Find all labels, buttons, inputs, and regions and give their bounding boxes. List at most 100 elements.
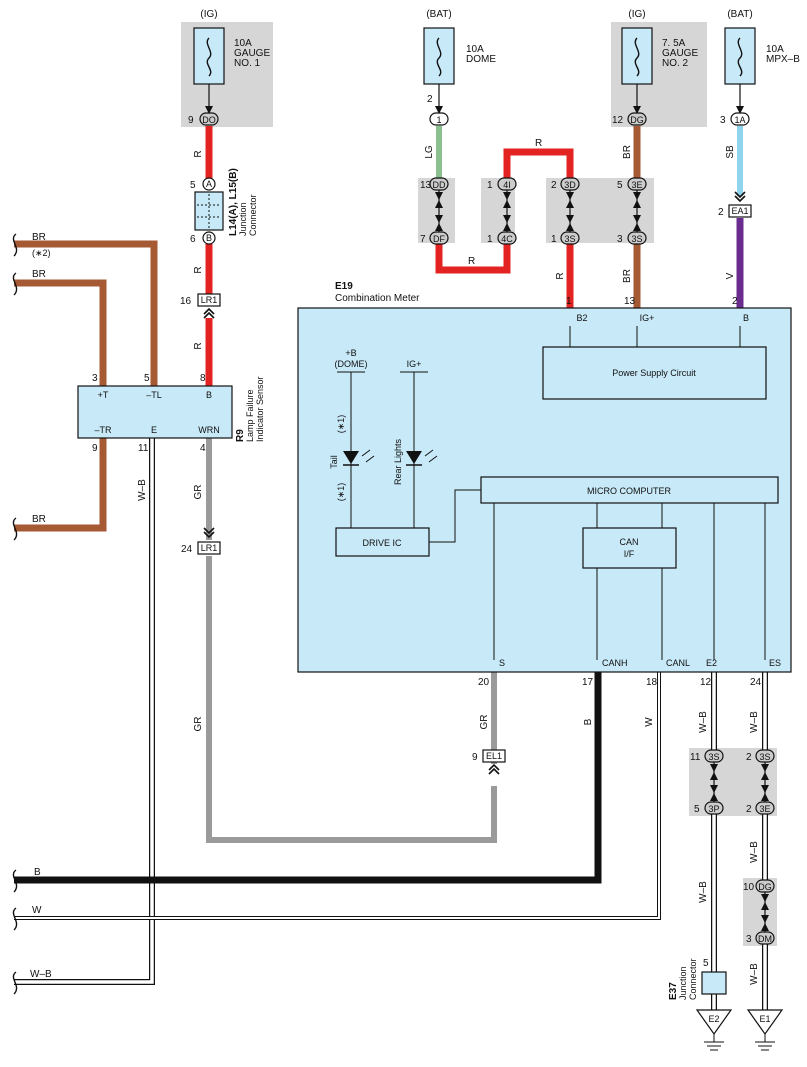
pin-number: 18 bbox=[646, 677, 658, 688]
fuse-name-2: NO. 2 bbox=[662, 58, 689, 69]
terminal-label: WRN bbox=[198, 425, 220, 435]
ground-label: E1 bbox=[759, 1014, 770, 1024]
wire-label-r: R bbox=[555, 272, 566, 279]
sensor-id: R9 bbox=[235, 429, 246, 442]
fuse-source: (IG) bbox=[200, 9, 217, 20]
junction-block-3e-3s: 3E 5 3S 3 bbox=[617, 177, 647, 245]
connector-code: DG bbox=[758, 882, 772, 892]
wire-label-wb: W–B bbox=[698, 711, 709, 733]
tail-label: Tail bbox=[329, 455, 339, 469]
wire-label-gr: GR bbox=[479, 715, 490, 730]
wire-label-r: R bbox=[193, 266, 204, 273]
connector-code: 3D bbox=[564, 180, 576, 190]
pin-number: 11 bbox=[138, 443, 149, 454]
rear-lights-led-icon bbox=[406, 451, 422, 464]
e37-name: Junction bbox=[678, 966, 688, 1000]
fuse-gauge-no2: (IG) 7. 5A GAUGE NO. 2 12 DG bbox=[611, 9, 707, 127]
connector-code: LR1 bbox=[201, 295, 218, 305]
wire-label-wb: W–B bbox=[749, 711, 760, 733]
connector-code: 4I bbox=[503, 180, 511, 190]
junction-block-3s-3e: 3S 2 3E 2 bbox=[746, 749, 775, 815]
wire-label-r: R bbox=[193, 150, 204, 157]
fuse-name: MPX–B bbox=[766, 54, 800, 65]
pin-number: 17 bbox=[582, 677, 594, 688]
junction-connector-e37: 5 E37 Junction Connector bbox=[668, 958, 727, 1000]
sensor-name-2: Indicator Sensor bbox=[255, 376, 265, 442]
fuse-source: (IG) bbox=[628, 9, 645, 20]
connector-code: 3E bbox=[759, 804, 770, 814]
wire-label-wb: W–B bbox=[698, 881, 709, 903]
wire-label-gr: GR bbox=[193, 485, 204, 500]
fuse-dome: (BAT) 10A DOME 2 1 bbox=[423, 9, 496, 126]
power-supply-label: Power Supply Circuit bbox=[612, 368, 696, 378]
junction-block-dd-df: DD 13 DF 7 bbox=[420, 177, 449, 245]
fuse-name-2: NO. 1 bbox=[234, 58, 261, 69]
terminal-label: ES bbox=[769, 658, 781, 668]
ground-label: E2 bbox=[708, 1014, 719, 1024]
pin-number: 9 bbox=[92, 443, 98, 454]
can-interface bbox=[582, 527, 677, 569]
terminal-label: E bbox=[151, 425, 157, 435]
fuse-rating: 10A bbox=[766, 44, 784, 55]
pin-number: 5 bbox=[703, 958, 709, 969]
terminal-label: –TL bbox=[146, 390, 162, 400]
combination-meter: E19 Combination Meter 1 13 2 B2 IG+ B Po… bbox=[297, 281, 792, 688]
pin-number: 16 bbox=[180, 296, 192, 307]
e37-id: E37 bbox=[668, 982, 679, 1000]
connector-lr1-bottom: LR1 24 bbox=[181, 527, 221, 555]
supply-label-2: (DOME) bbox=[335, 359, 368, 369]
meter-id: E19 bbox=[335, 281, 353, 292]
sensor-name: Lamp Failure bbox=[245, 389, 255, 442]
wire-label-br: BR bbox=[32, 232, 46, 243]
pin-number: 24 bbox=[750, 677, 762, 688]
lamp-failure-sensor: +T –TL B –TR E WRN 3 5 8 9 11 4 R9 Lamp … bbox=[77, 373, 265, 454]
junction-name-2: Connector bbox=[248, 194, 258, 236]
pin-number: 10 bbox=[743, 882, 755, 893]
note-1: (∗1) bbox=[336, 415, 346, 434]
supply-label-3: IG+ bbox=[407, 359, 422, 369]
fuse-name: DOME bbox=[466, 54, 496, 65]
pin-number: 5 bbox=[617, 180, 623, 191]
pin-number: 5 bbox=[144, 373, 150, 384]
wire-label-r: R bbox=[535, 138, 542, 149]
connector-code: 3E bbox=[631, 180, 642, 190]
wire-label-wb: W–B bbox=[749, 963, 760, 985]
wire-labels: BR (∗2) BR BR B W W–B R R R GR GR W–B LG… bbox=[30, 138, 760, 985]
junction-block-3s-3p: 3S 11 3P 5 bbox=[690, 749, 724, 815]
terminal-label: B bbox=[743, 313, 749, 323]
connector-code: A bbox=[206, 179, 212, 189]
connector-code: 3S bbox=[631, 234, 642, 244]
pin-number: 1 bbox=[551, 234, 557, 245]
pin-number: 12 bbox=[700, 677, 712, 688]
pin-number: 9 bbox=[188, 115, 194, 126]
terminal-label: E2 bbox=[706, 658, 717, 668]
pin-number: 13 bbox=[624, 296, 636, 307]
wire-label-sb: SB bbox=[725, 145, 736, 159]
fuse-name: GAUGE bbox=[662, 48, 698, 59]
wire-label-b: B bbox=[34, 867, 41, 878]
terminal-label: IG+ bbox=[640, 313, 655, 323]
supply-label: +B bbox=[345, 348, 356, 358]
wire-label-r: R bbox=[468, 256, 475, 267]
pin-number: 3 bbox=[92, 373, 98, 384]
wire-label-wb: W–B bbox=[30, 969, 52, 980]
pin-number: 11 bbox=[690, 752, 701, 763]
note-2: (∗2) bbox=[32, 248, 51, 258]
wire-label-br: BR bbox=[622, 269, 633, 283]
fuse-rating: 10A bbox=[234, 38, 252, 49]
junction-block-3d-3s: 3D 2 3S 1 bbox=[551, 177, 580, 245]
junction-block-dg-dm: DG 10 DM 3 bbox=[743, 879, 775, 945]
ground-e2: E2 bbox=[695, 1009, 733, 1051]
fuse-rating: 7. 5A bbox=[662, 38, 686, 49]
wire-label-wb: W–B bbox=[749, 841, 760, 863]
junction-name: Junction bbox=[238, 202, 248, 236]
terminal-label: –TR bbox=[94, 425, 112, 435]
connector-code: DD bbox=[433, 180, 446, 190]
pin-number: 5 bbox=[190, 180, 196, 191]
rear-lights-label: Rear Lights bbox=[393, 438, 403, 485]
micro-computer-label: MICRO COMPUTER bbox=[587, 486, 671, 496]
fuse-source: (BAT) bbox=[727, 9, 752, 20]
pin-number: 6 bbox=[190, 234, 196, 245]
